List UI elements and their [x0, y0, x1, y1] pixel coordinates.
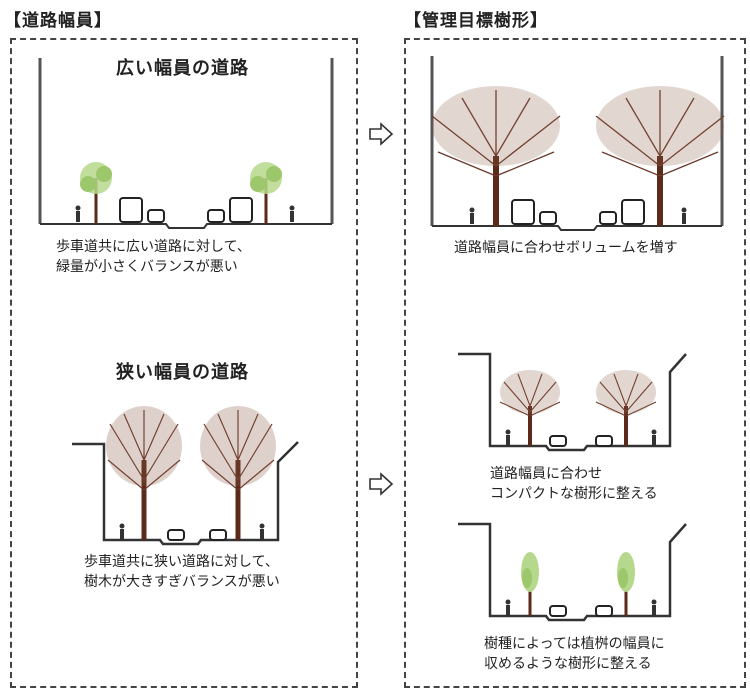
pedestrian-icon	[505, 429, 511, 445]
caption-line: 道路幅員に合わせボリュームを増す	[454, 240, 678, 256]
right-panel: 道路幅員に合わせボリュームを増す 道路幅員に合わせ	[404, 38, 746, 688]
caption-line: 樹種によっては植桝の幅員に	[484, 636, 665, 652]
wide-target-caption: 道路幅員に合わせボリュームを増す	[454, 238, 678, 258]
car-icon	[167, 529, 185, 541]
caption-line: 緑量が小さくバランスが悪い	[56, 259, 238, 275]
ground-line	[458, 522, 687, 622]
pedestrian-icon	[289, 205, 295, 222]
right-arrow-icon	[369, 472, 394, 496]
ground-line	[40, 223, 332, 229]
caption-line: コンパクトな樹形に整える	[490, 486, 658, 502]
car-icon	[595, 605, 613, 617]
wide-road-scene	[38, 58, 334, 229]
ground-line	[458, 352, 687, 452]
wide-road-heading: 広い幅員の道路	[116, 58, 249, 79]
wide-road-caption: 歩車道共に広い道路に対して、 緑量が小さくバランスが悪い	[56, 237, 251, 277]
compact-caption: 道路幅員に合わせ コンパクトな樹形に整える	[490, 464, 658, 504]
pedestrian-icon	[651, 599, 657, 615]
right-panel-title: 【管理目標樹形】	[404, 11, 548, 31]
slender-tree	[521, 552, 539, 616]
narrow-road-heading: 狭い幅員の道路	[116, 362, 249, 383]
car-icon	[595, 435, 613, 447]
car-icon	[147, 209, 165, 223]
narrow-road-caption: 歩車道共に狭い道路に対して、 樹木が大きすぎバランスが悪い	[84, 552, 280, 592]
car-icon	[539, 211, 557, 225]
left-panel-title: 【道路幅員】	[4, 11, 112, 31]
compact-bare-tree	[595, 370, 657, 446]
caption-line: 道路幅員に合わせ	[490, 466, 602, 482]
large-bare-tree	[431, 86, 561, 226]
pedestrian-icon	[651, 429, 657, 445]
car-icon	[599, 211, 617, 225]
bus-icon	[621, 199, 645, 225]
car-icon	[209, 529, 227, 541]
caption-line: 樹木が大きすぎバランスが悪い	[84, 574, 280, 590]
pedestrian-icon	[75, 205, 81, 222]
bus-icon	[511, 199, 535, 225]
large-bare-tree	[595, 86, 725, 226]
ground-line	[432, 225, 722, 231]
pedestrian-icon	[681, 207, 687, 224]
planter-tree-scene	[458, 522, 687, 622]
compact-tree-scene	[458, 352, 687, 452]
car-icon	[549, 605, 567, 617]
caption-line: 歩車道共に広い道路に対して、	[56, 239, 251, 255]
pedestrian-icon	[119, 523, 125, 539]
pedestrian-icon	[259, 523, 265, 539]
small-tree	[80, 162, 112, 224]
car-icon	[207, 209, 225, 223]
pedestrian-icon	[469, 207, 475, 224]
slender-tree	[617, 552, 635, 616]
large-bare-tree	[106, 406, 182, 540]
wide-road-target-scene	[430, 56, 725, 231]
bus-icon	[229, 197, 253, 223]
ground-line	[72, 441, 299, 546]
compact-bare-tree	[499, 370, 561, 446]
large-bare-tree	[200, 406, 276, 540]
bus-icon	[119, 197, 143, 223]
caption-line: 歩車道共に狭い道路に対して、	[84, 554, 279, 570]
planter-caption: 樹種によっては植桝の幅員に 収めるような樹形に整える	[484, 634, 665, 674]
pedestrian-icon	[505, 599, 511, 615]
left-panel: 広い幅員の道路 歩車道共に広い道路に対して、 緑量が小さくバランスが悪い	[10, 38, 358, 688]
small-tree	[250, 162, 282, 224]
caption-line: 収めるような樹形に整える	[484, 656, 652, 672]
right-arrow-icon	[369, 122, 394, 146]
narrow-road-scene	[72, 406, 299, 546]
car-icon	[549, 435, 567, 447]
